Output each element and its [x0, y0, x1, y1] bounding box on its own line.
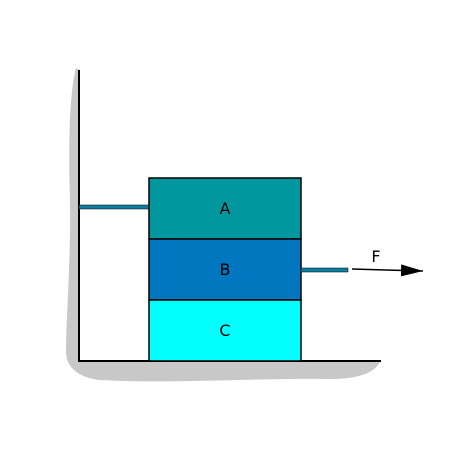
- wall-rope: [78, 204, 150, 210]
- block-a: [148, 177, 302, 240]
- force-arrow: [351, 264, 424, 277]
- pull-rope: [300, 267, 349, 273]
- block-b: [148, 238, 302, 301]
- block-c-label: C: [219, 321, 230, 340]
- block-b-label: B: [220, 260, 231, 279]
- block-c: [148, 299, 302, 362]
- block-a-label: A: [220, 199, 231, 218]
- force-label: F: [371, 247, 380, 266]
